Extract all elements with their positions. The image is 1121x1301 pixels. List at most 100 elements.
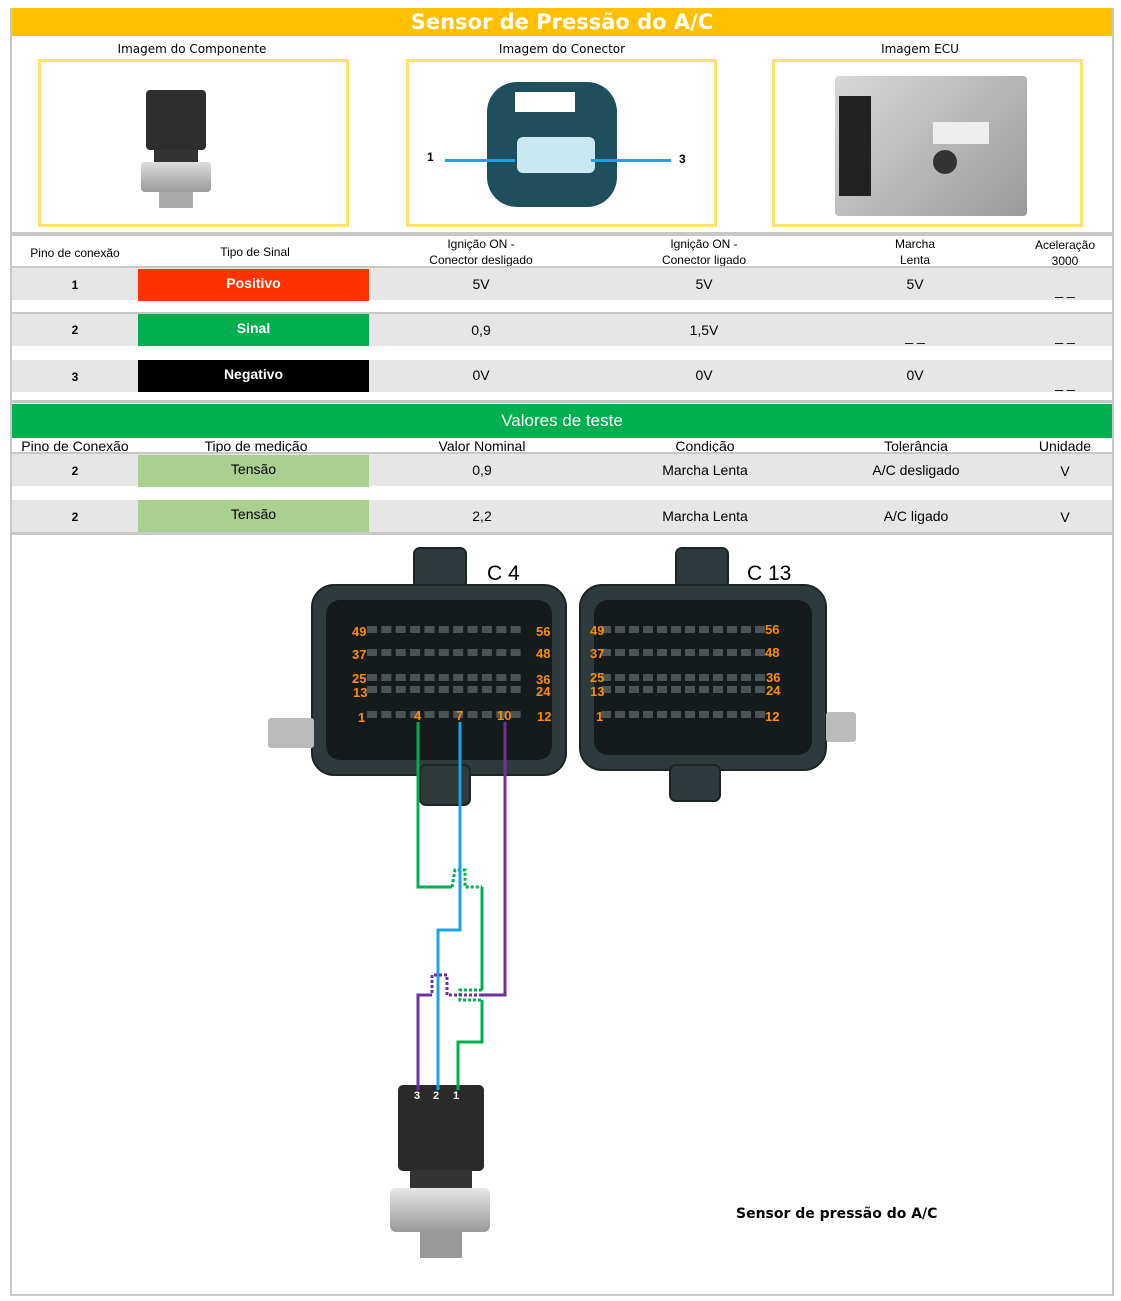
pin-cavity (496, 649, 507, 656)
c13-pin-label: 13 (590, 684, 605, 699)
idle-cell: _ _ (905, 328, 925, 344)
pin-cavity (755, 711, 765, 718)
pin-cavity (713, 686, 723, 693)
pin-cavity (713, 649, 723, 656)
c4-pin-label: 48 (536, 646, 551, 661)
pin-cavity (601, 626, 611, 633)
pin-cavity (741, 674, 751, 681)
pin-cavity (657, 686, 667, 693)
pin-cavity (481, 686, 492, 693)
pin-cavity (481, 711, 492, 718)
pin-cavity (410, 674, 421, 681)
c13-pin-label: 36 (766, 670, 781, 685)
pin-cavity (727, 649, 737, 656)
pin-cavity (496, 626, 507, 633)
col-header-measure-type: Tipo de medição (204, 438, 308, 454)
pin-cavity (699, 649, 709, 656)
col-header-tolerance: Tolerância (884, 438, 948, 454)
pin-cavity (438, 674, 449, 681)
pin-cavity (381, 674, 392, 681)
pin-cavity (657, 626, 667, 633)
ecu-image (772, 59, 1083, 227)
pin-cavity (615, 649, 625, 656)
ign-off-cell: 5V (472, 276, 490, 292)
pin-cavity (424, 674, 435, 681)
sensor-caption: Sensor de pressão do A/C (736, 1206, 938, 1222)
pin-cavity (424, 711, 435, 718)
measure-type-cell: Tensão (138, 455, 369, 487)
pin-cavity (741, 626, 751, 633)
col-header-pin: Pino de Conexão (21, 438, 129, 454)
pin-cavity (629, 711, 639, 718)
c4-pin-7-label: 7 (456, 708, 464, 723)
pin-cavity (699, 686, 709, 693)
col-header-nominal: Valor Nominal (438, 438, 526, 454)
pin-cavity (510, 626, 521, 633)
pin-cavity (510, 649, 521, 656)
pin-cavity (424, 686, 435, 693)
tolerance-cell: A/C desligado (872, 462, 960, 478)
ign-on-cell: 0V (695, 367, 713, 383)
accel-cell: _ _ (1055, 375, 1075, 391)
pin-cavity (367, 674, 377, 681)
pin-cavity (496, 686, 507, 693)
pin-cavity (685, 626, 695, 633)
c13-pin-label: 49 (590, 623, 605, 638)
signal-type-negative: Negativo (138, 360, 369, 392)
pin-cavity (510, 686, 521, 693)
c4-pin-label: 25 (352, 671, 367, 686)
c13-pin-label: 1 (596, 709, 604, 724)
col-header-signal-type: Tipo de Sinal (220, 245, 290, 259)
ign-off-cell: 0V (472, 367, 490, 383)
measure-type-cell: Tensão (138, 500, 369, 532)
c4-pin-label: 24 (536, 684, 551, 699)
test-values-title: Valores de teste (12, 404, 1112, 438)
ign-on-cell: 1,5V (689, 322, 719, 338)
pin-cavity (643, 626, 653, 633)
col-header-accel: Aceleração 3000 (1034, 238, 1096, 268)
page-title: Sensor de Pressão do A/C (12, 8, 1112, 36)
pin-cavity (629, 674, 639, 681)
pin-cavity (727, 674, 737, 681)
connector-pin-1-label: 1 (427, 150, 434, 164)
pin-cavity (643, 674, 653, 681)
pin-cavity (467, 711, 478, 718)
pin-cavity (395, 626, 406, 633)
nominal-cell: 2,2 (472, 508, 492, 524)
pin-cavity (453, 626, 464, 633)
pin-cavity (410, 686, 421, 693)
pin-cavity (671, 674, 681, 681)
pin-cavity (453, 686, 464, 693)
pin-cavity (741, 686, 751, 693)
condition-cell: Marcha Lenta (662, 462, 748, 478)
pin-cavity (755, 649, 765, 656)
pin-cavity (395, 686, 406, 693)
pin-cavity (727, 686, 737, 693)
c13-pin-label: 37 (590, 646, 605, 661)
wire-green (416, 722, 484, 1090)
unit-cell: V (1060, 463, 1070, 479)
pin-cavity (496, 711, 507, 718)
pin-cavity (424, 626, 435, 633)
accel-cell: _ _ (1055, 282, 1075, 298)
pin-cavity (657, 711, 667, 718)
component-image (38, 59, 349, 227)
pin-cavity (755, 686, 765, 693)
c4-pin-label: 49 (352, 624, 367, 639)
pin-cavity (481, 649, 492, 656)
pin-cavity (615, 674, 625, 681)
pin-cavity (601, 686, 611, 693)
pin-cavity (657, 674, 667, 681)
pin-cavity (381, 626, 392, 633)
pin-cavity (755, 626, 765, 633)
pin-cavity (410, 711, 421, 718)
ign-off-cell: 0,9 (471, 322, 491, 338)
pin-cavity (601, 711, 611, 718)
wire-purple (416, 722, 507, 1090)
pin-cavity (367, 626, 377, 633)
c13-pin-label: 25 (590, 670, 605, 685)
c13-pin-label: 56 (765, 622, 780, 637)
pin-cavity (438, 626, 449, 633)
pin-cavity (727, 711, 737, 718)
